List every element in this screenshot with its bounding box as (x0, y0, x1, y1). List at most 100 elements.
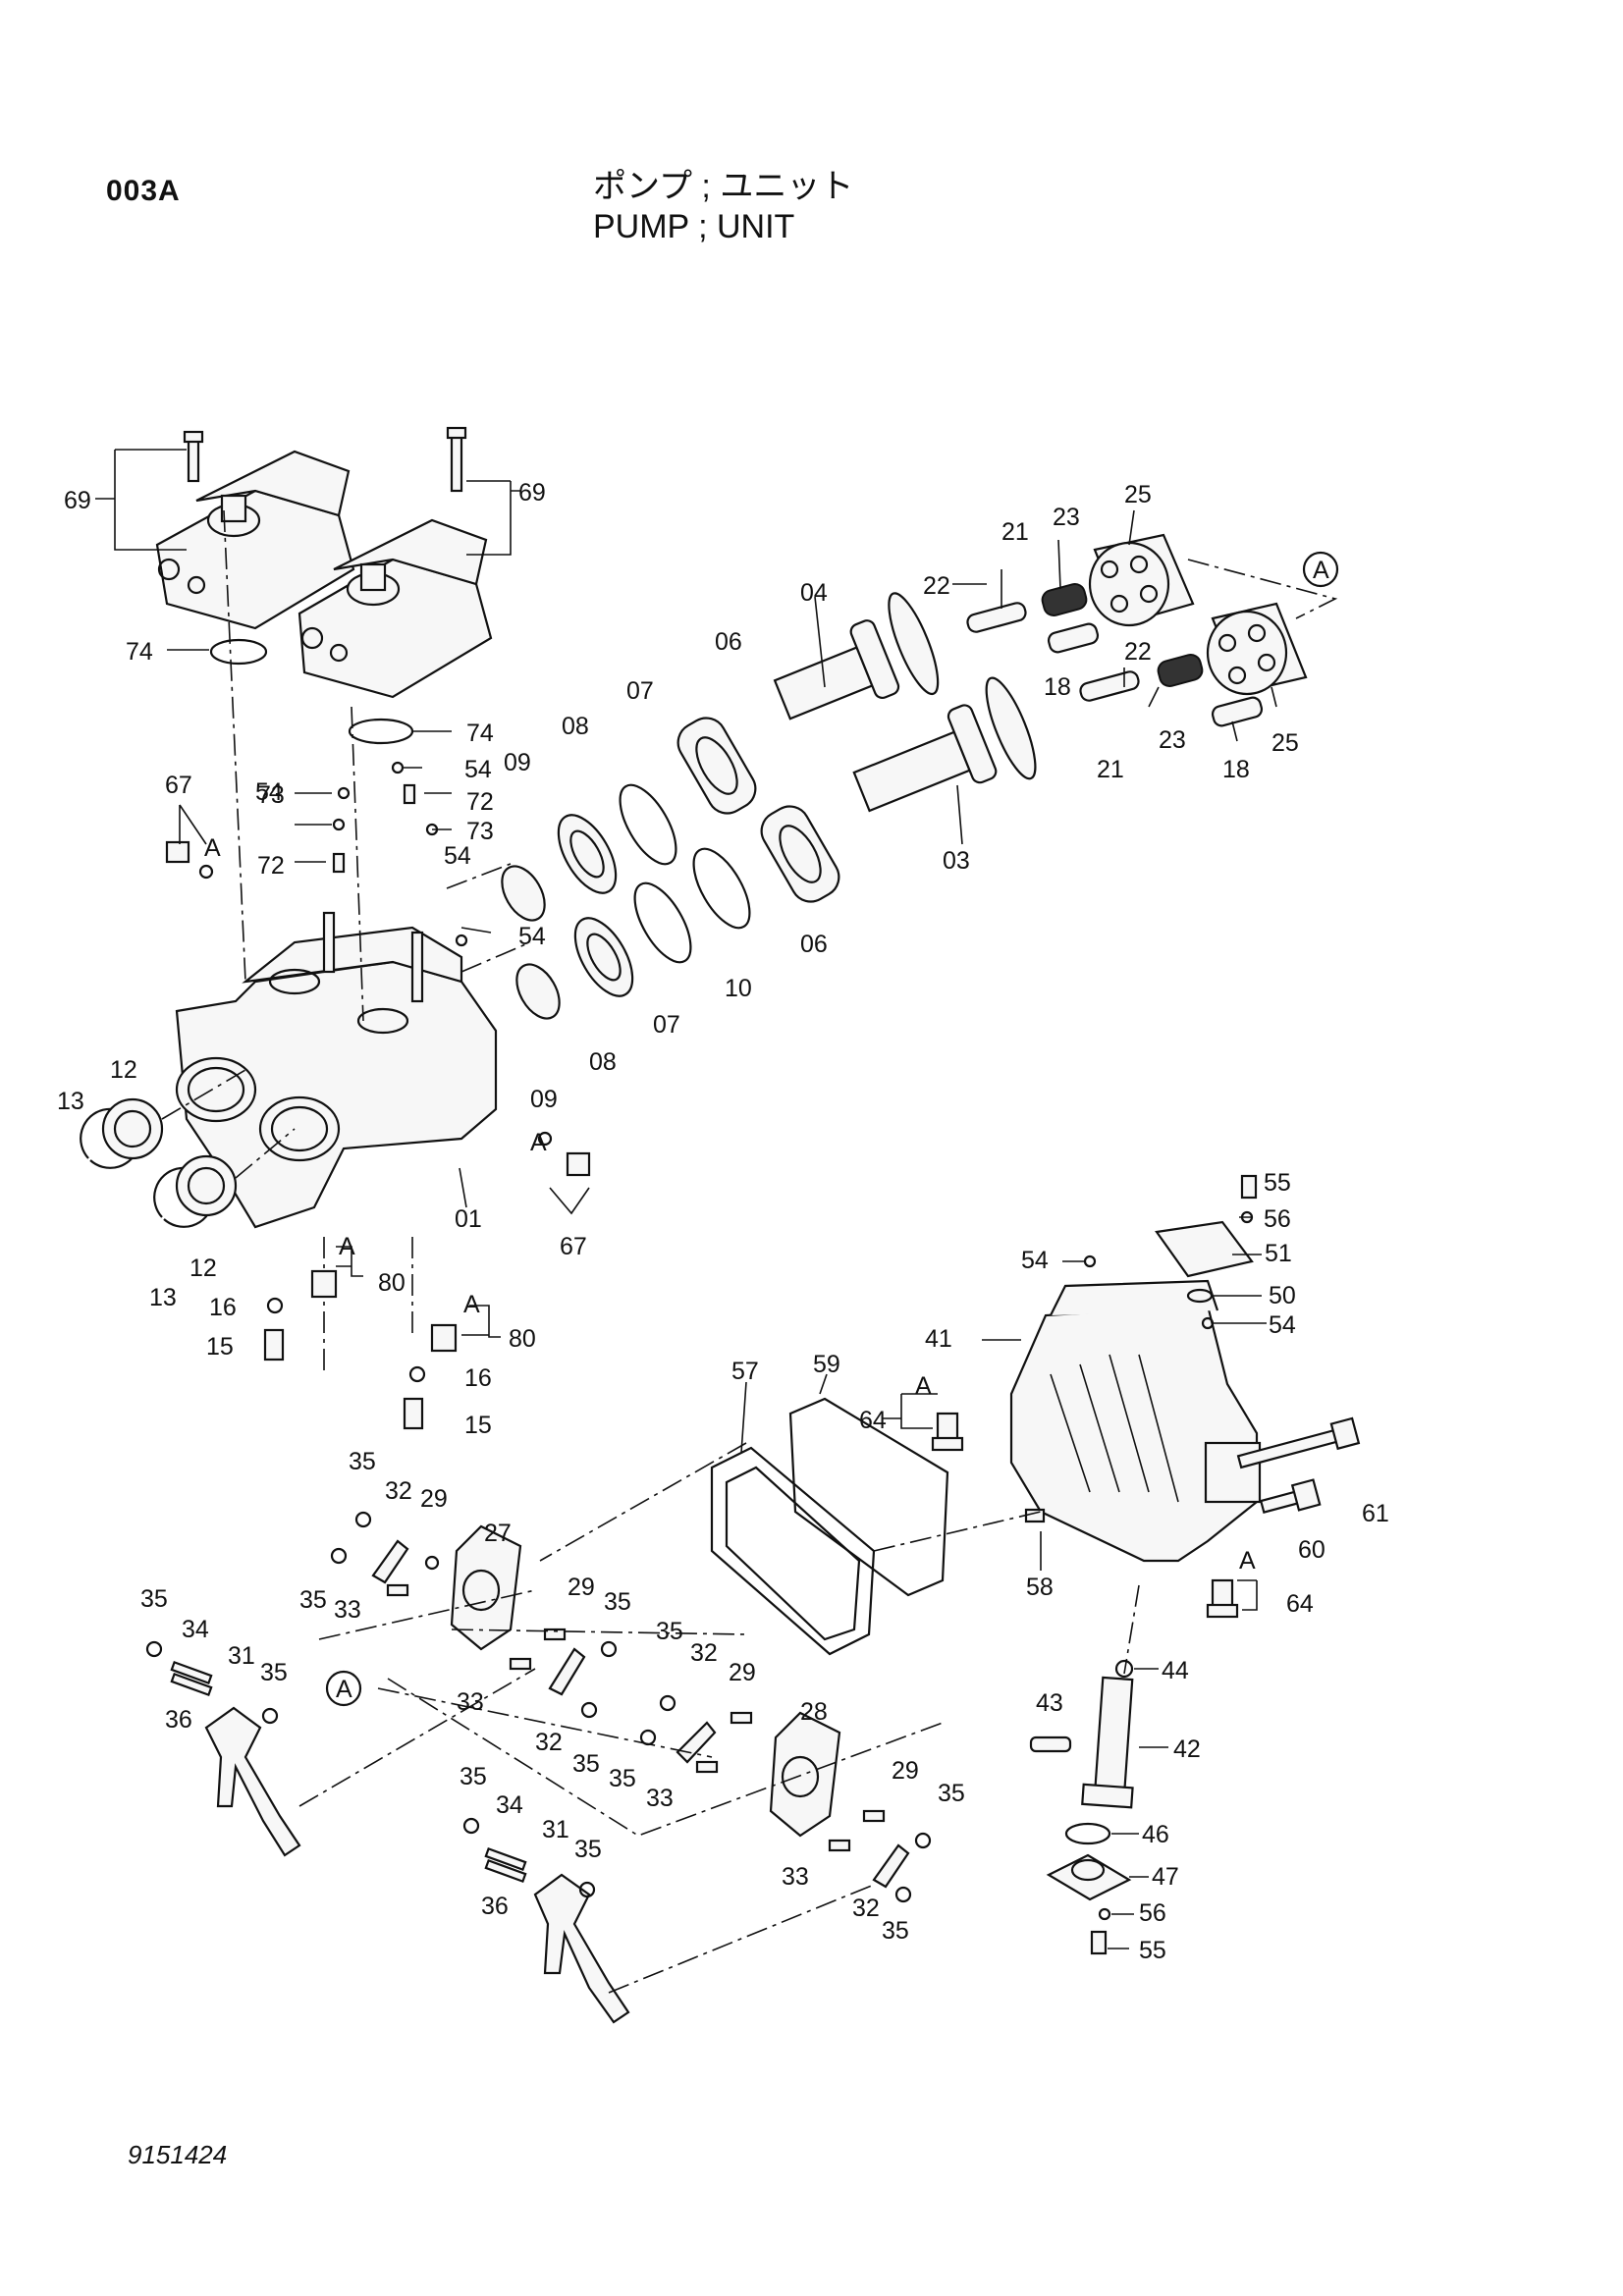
callout-33c: 33 (646, 1785, 674, 1812)
callout-27: 27 (484, 1520, 512, 1547)
spacer-07b (633, 881, 692, 964)
callout-23b: 23 (1159, 726, 1186, 754)
plug-15a (263, 1328, 285, 1362)
callout-54c: 54 (255, 778, 283, 806)
callout-28: 28 (800, 1698, 828, 1726)
callout-06b: 06 (800, 931, 828, 958)
title-japanese: ポンプ ; ユニット (593, 168, 854, 205)
lever-32d (872, 1843, 910, 1889)
shaft-04 (773, 592, 940, 721)
callout-54e: 54 (444, 842, 471, 870)
callout-15a: 15 (206, 1333, 234, 1361)
callout-25a: 25 (1124, 481, 1152, 508)
callout-04: 04 (800, 579, 828, 607)
callout-06a: 06 (715, 628, 742, 656)
cylinder-block-25a (1088, 533, 1195, 627)
o-ring-74b (348, 718, 414, 745)
callout-22a: 22 (923, 572, 950, 600)
ref-mark-a3: A (339, 1233, 355, 1260)
callout-31b: 31 (542, 1816, 569, 1843)
callout-01: 01 (455, 1205, 482, 1233)
callout-33d: 33 (782, 1863, 809, 1891)
pin-34a (170, 1672, 213, 1697)
gasket-59 (788, 1397, 949, 1597)
callout-32d: 32 (852, 1895, 880, 1922)
callout-61: 61 (1362, 1500, 1389, 1527)
callout-35l: 35 (882, 1917, 909, 1945)
bolt-55a (1240, 1174, 1258, 1200)
callout-07a: 07 (626, 677, 654, 705)
callout-64a: 64 (859, 1407, 887, 1434)
bearing-08b (573, 917, 634, 997)
callout-13a: 13 (57, 1088, 84, 1115)
callout-34b: 34 (496, 1791, 523, 1819)
o-ring-74a (209, 638, 268, 666)
ref-mark-a2: A (530, 1129, 547, 1156)
plug-15b (403, 1397, 424, 1430)
piston-21a (966, 602, 1027, 633)
callout-80b: 80 (509, 1325, 536, 1353)
bolt-55b (1090, 1930, 1108, 1955)
callout-41: 41 (925, 1325, 952, 1353)
ref-circle-a1 (1302, 551, 1339, 588)
callout-33a: 33 (334, 1596, 361, 1624)
gasket-57 (710, 1446, 876, 1656)
callout-50: 50 (1269, 1282, 1296, 1309)
bearing-nut-09b (515, 963, 561, 1020)
callout-54a: 54 (1021, 1247, 1049, 1274)
callout-67a: 67 (165, 772, 192, 799)
drawing-number: 9151424 (128, 2140, 228, 2169)
callout-74a: 74 (126, 638, 153, 666)
callout-35e: 35 (604, 1588, 631, 1616)
callout-35c: 35 (140, 1585, 168, 1613)
bearing-06a (676, 717, 757, 815)
callout-73b: 73 (466, 818, 494, 845)
callout-32a: 32 (385, 1477, 412, 1505)
spring-23b (1157, 653, 1204, 688)
callout-35h: 35 (609, 1765, 636, 1792)
callout-35f: 35 (572, 1750, 600, 1778)
pin-36a (170, 1660, 213, 1685)
ref-mark-a1: A (204, 834, 221, 862)
callout-44: 44 (1162, 1657, 1189, 1684)
title-english: PUMP ; UNIT (593, 208, 795, 245)
ref-circle-a2 (325, 1670, 362, 1707)
pin-36b (484, 1846, 527, 1872)
plug-67b (566, 1151, 591, 1177)
callout-54b: 54 (1269, 1311, 1296, 1339)
callout-58: 58 (1026, 1574, 1054, 1601)
plug-80a (310, 1269, 338, 1299)
callout-54f: 54 (518, 923, 546, 950)
small-bolts (145, 1511, 932, 1903)
cylinder-block-25b (1206, 602, 1308, 696)
callout-29c: 29 (729, 1659, 756, 1686)
callout-57: 57 (731, 1358, 759, 1385)
o-ring-46 (1064, 1822, 1111, 1845)
callout-64b: 64 (1286, 1590, 1314, 1618)
shoe-18a (1047, 622, 1100, 654)
ref-mark-a-circle1: A (1313, 557, 1329, 584)
plug-43 (1029, 1735, 1072, 1753)
callout-16b: 16 (464, 1364, 492, 1392)
callout-32c: 32 (690, 1639, 718, 1667)
servo-cover-27 (450, 1524, 522, 1651)
callout-18a: 18 (1044, 673, 1071, 701)
callout-10: 10 (725, 975, 752, 1002)
callout-59: 59 (813, 1351, 840, 1378)
bearing-nut-09a (501, 865, 546, 922)
callout-69a: 69 (64, 487, 91, 514)
lever-32b (548, 1647, 586, 1696)
bearing-06b (760, 805, 840, 903)
callout-22b: 22 (1124, 638, 1152, 666)
shoe-18b (1211, 696, 1264, 727)
callout-42: 42 (1173, 1735, 1201, 1763)
callout-23a: 23 (1053, 504, 1080, 531)
callout-13b: 13 (149, 1284, 177, 1311)
callout-80a: 80 (378, 1269, 406, 1297)
regulator-right (298, 426, 493, 699)
spacer-10 (692, 847, 751, 930)
callout-07b: 07 (653, 1011, 680, 1039)
fork-31b (533, 1873, 630, 2024)
callout-09a: 09 (504, 749, 531, 776)
